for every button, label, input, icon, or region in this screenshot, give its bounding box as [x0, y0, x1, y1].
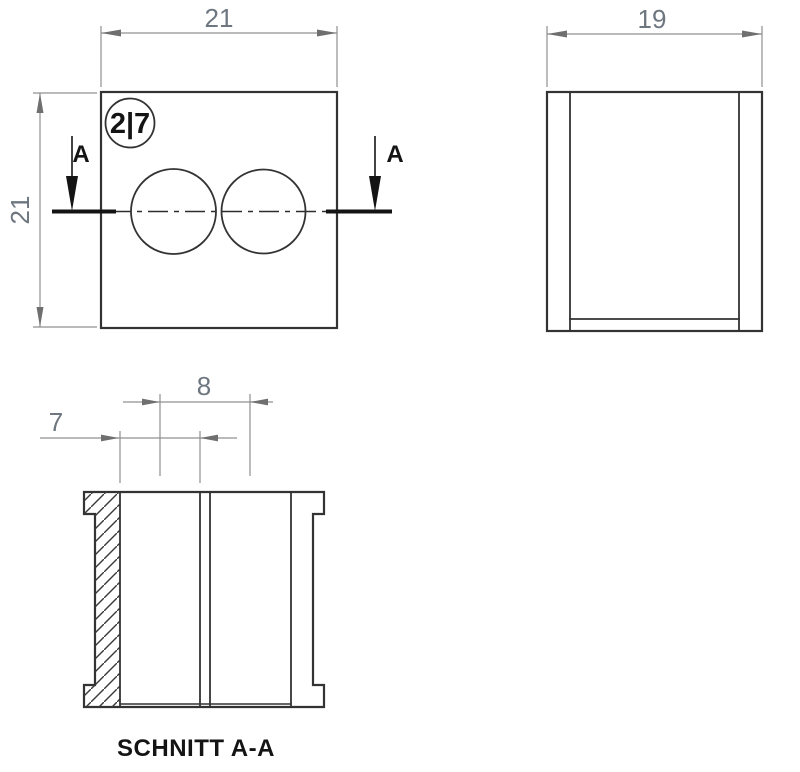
front-height-dimension: 21: [5, 92, 97, 328]
dimension-arrow-left: [101, 434, 119, 442]
section-view: 8 7 SCHNITT A-A: [40, 371, 326, 762]
section-arrow-label-right: A: [386, 141, 403, 168]
dimension-value: 21: [5, 196, 35, 225]
bore-offset-dimension: 7: [40, 407, 237, 483]
balloon-label: 2|7: [110, 108, 150, 140]
dimension-arrow-left: [547, 30, 567, 38]
dimension-arrow-right: [250, 398, 268, 406]
dimension-value: 21: [205, 3, 234, 33]
section-arrow-right: [369, 176, 381, 211]
dimension-arrow-right: [742, 30, 762, 38]
section-cut-line: A A: [52, 136, 404, 214]
section-title: SCHNITT A-A: [117, 735, 275, 762]
dimension-arrow-left: [142, 398, 160, 406]
front-view: 21 21 A A: [5, 3, 404, 330]
dimension-arrow-right: [317, 29, 337, 37]
bore-circle-left: [130, 168, 217, 255]
bore-spacing-dimension: 8: [123, 371, 273, 476]
hatch-left-wall: [84, 492, 120, 707]
balloon-callout: 2|7: [104, 97, 156, 149]
balloon-circle: [104, 97, 156, 149]
dimension-value: 8: [197, 371, 211, 401]
dimension-arrow-right: [200, 434, 218, 442]
dimension-arrow-left: [101, 29, 121, 37]
section-arrow-label-left: A: [72, 141, 89, 168]
side-depth-dimension: 19: [546, 4, 763, 87]
section-arrow-left: [66, 176, 78, 211]
side-outline: [545, 90, 764, 333]
side-view: 19: [545, 4, 764, 333]
dimension-arrow-bottom: [36, 307, 44, 327]
dimension-arrow-top: [36, 93, 44, 113]
bore-circle-right: [220, 168, 307, 255]
dimension-value: 19: [638, 4, 667, 34]
dimension-value: 7: [49, 407, 63, 437]
front-width-dimension: 21: [100, 3, 338, 87]
